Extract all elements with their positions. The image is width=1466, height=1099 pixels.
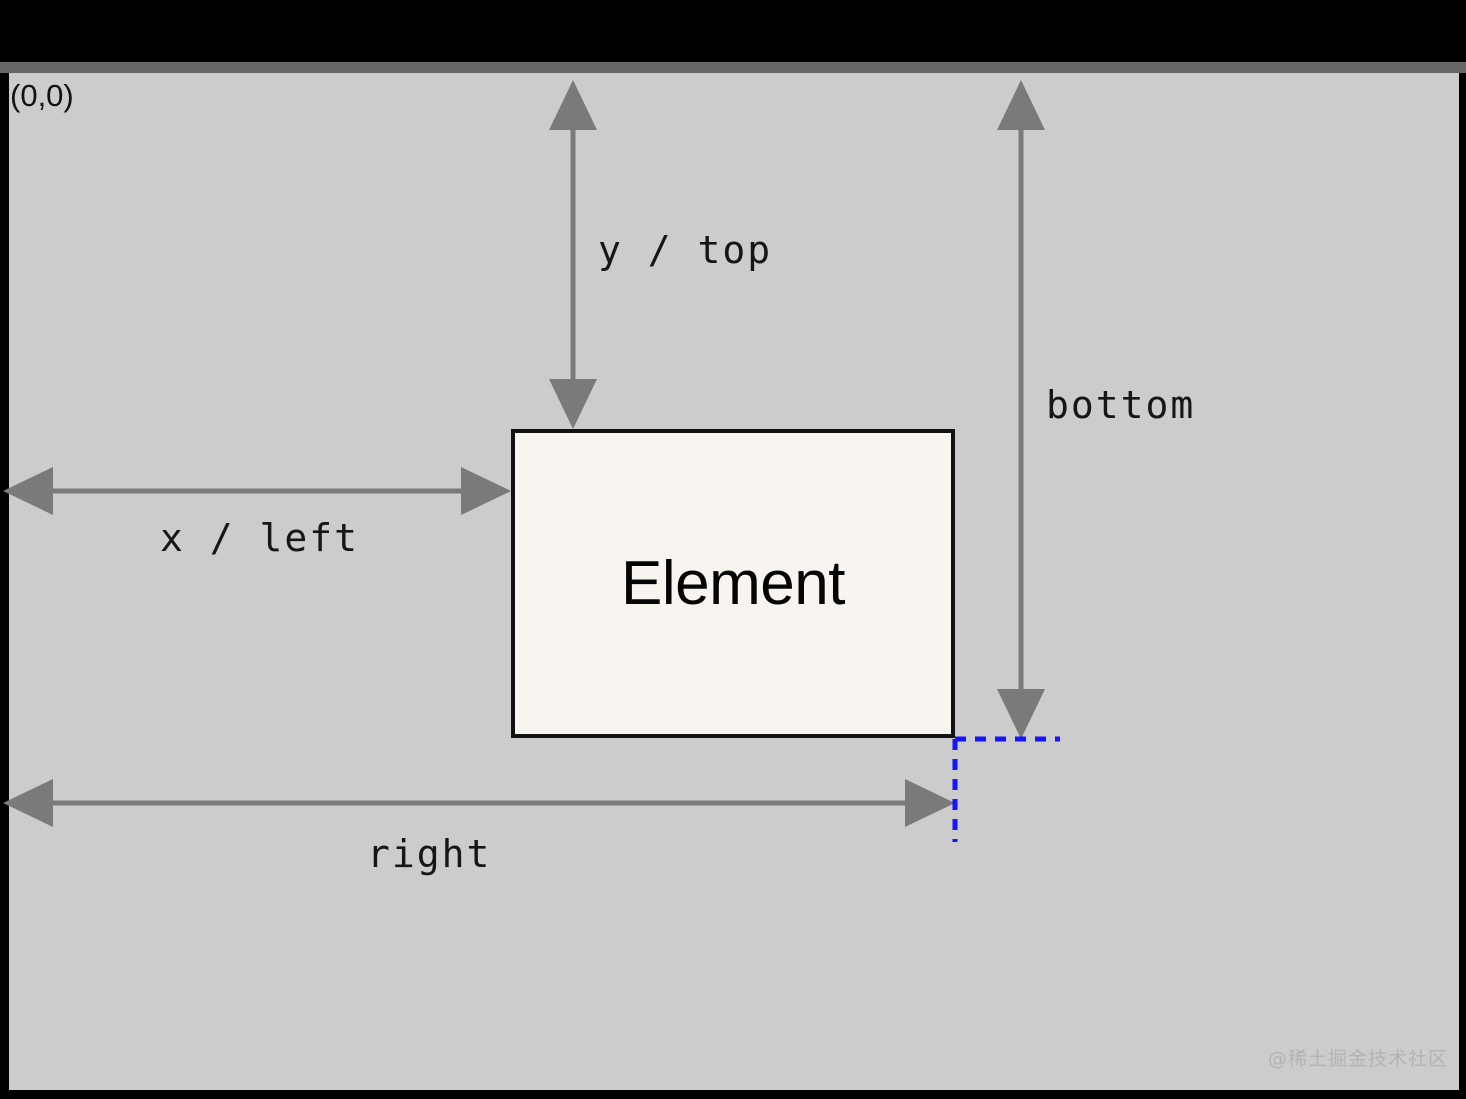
dimension-label-right: right	[367, 832, 492, 876]
element-box: Element	[511, 429, 955, 738]
dimension-label-y-top: y / top	[598, 228, 773, 272]
dimension-label-bottom: bottom	[1046, 383, 1196, 427]
gray-divider-strip	[0, 62, 1466, 73]
watermark-label: @稀土掘金技术社区	[1267, 1048, 1448, 1070]
origin-coordinate-label: (0,0)	[10, 78, 74, 113]
top-black-band	[0, 0, 1466, 62]
dimension-label-x-left: x / left	[160, 516, 360, 560]
element-box-label: Element	[621, 548, 845, 618]
